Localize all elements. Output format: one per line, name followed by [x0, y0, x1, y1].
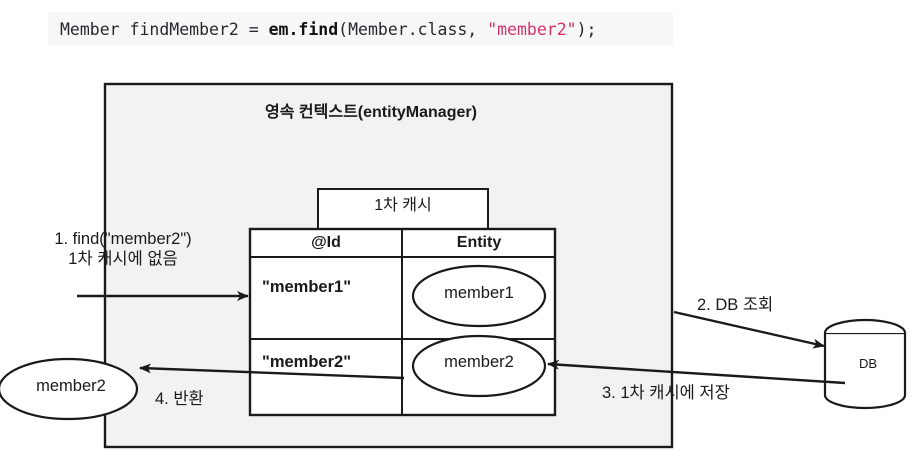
step-3-label: 3. 1차 캐시에 저장	[602, 384, 730, 402]
step-2-label: 2. DB 조회	[697, 296, 774, 314]
table-row-id-member1: "member1"	[262, 278, 352, 296]
table-header-id: @Id	[311, 234, 341, 251]
table-row-entity-member1: member1	[444, 284, 514, 302]
code-prefix: Member findMember2 =	[60, 19, 269, 39]
code-method-name: em.find	[268, 19, 339, 39]
code-string-literal: "member2"	[487, 19, 577, 39]
entity-ellipse-member2	[411, 334, 547, 398]
returned-entity-ellipse	[0, 357, 139, 421]
step-1-line-1: 1. find("member2")	[54, 230, 192, 248]
arrow-step-3	[547, 359, 846, 385]
arrow-step-4	[139, 363, 405, 380]
returned-entity-label: member2	[36, 377, 106, 395]
first-level-cache-title: 1차 캐시	[374, 197, 432, 214]
database-cylinder	[823, 318, 907, 410]
code-suffix: );	[576, 19, 597, 39]
arrow-step-2	[673, 310, 825, 349]
code-args-open: (Member.class,	[338, 19, 488, 39]
code-snippet-bar: Member findMember2 = em.find(Member.clas…	[48, 12, 673, 46]
step-4-label: 4. 반환	[155, 390, 204, 408]
entity-ellipse-member1	[411, 264, 547, 328]
database-label: DB	[858, 356, 878, 371]
step-1-line-2: 1차 캐시에 없음	[68, 250, 178, 269]
persistence-context-title: 영속 컨텍스트(entityManager)	[265, 104, 477, 121]
table-row-id-member2: "member2"	[262, 353, 352, 371]
step-1-label: 1. find("member2") 1차 캐시에 없음	[18, 229, 228, 269]
table-row-entity-member2: member2	[444, 353, 514, 371]
code-snippet-text: Member findMember2 = em.find(Member.clas…	[48, 20, 596, 39]
table-header-entity: Entity	[456, 234, 502, 251]
